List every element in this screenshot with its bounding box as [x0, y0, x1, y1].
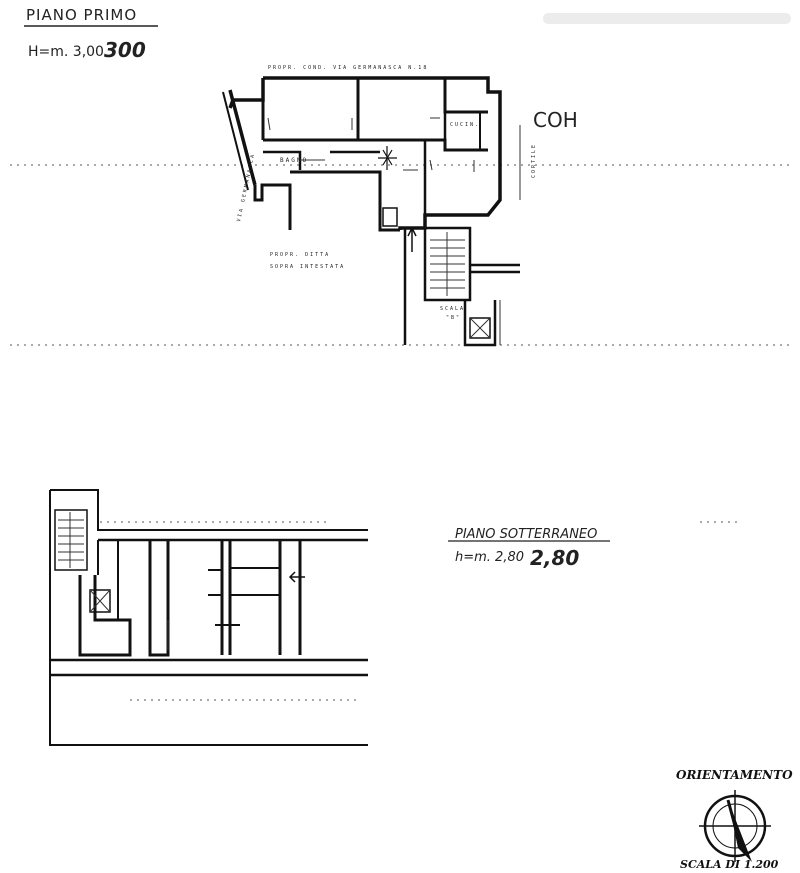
label-stairs: SCALA — [440, 306, 465, 312]
first-floor-title: PIANO PRIMO — [26, 6, 138, 24]
basement-height-printed: h=m. 2,80 — [455, 550, 525, 565]
label-bathroom: BAGNO — [280, 157, 308, 164]
label-street: VIA GERMANASCA — [236, 153, 256, 223]
basement-title: PIANO SOTTERRANEO — [455, 527, 598, 542]
first-floor-plan — [10, 76, 790, 347]
handwritten-note: COH — [533, 108, 578, 132]
label-owner-bottom-2: SOPRA INTESTATA — [270, 264, 345, 270]
first-floor-height-printed: H=m. 3,00 — [28, 44, 104, 60]
label-owner-top: PROPR. COND. VIA GERMANASCA N.18 — [268, 65, 428, 71]
label-owner-bottom-1: PROPR. DITTA — [270, 252, 330, 258]
scale-label: SCALA DI 1.200 — [680, 858, 779, 871]
basement-plan — [49, 489, 740, 746]
label-kitchen: CUCIN. — [450, 122, 480, 128]
label-stairs-b: "B" — [446, 315, 461, 321]
basement-height-handwritten: 2,80 — [530, 546, 580, 570]
first-floor-height-handwritten: 300 — [104, 38, 146, 62]
label-courtyard: CORTILE — [531, 143, 537, 178]
blank-bar — [543, 13, 791, 24]
orientation-title: ORIENTAMENTO — [676, 768, 793, 782]
compass-icon — [699, 790, 771, 862]
